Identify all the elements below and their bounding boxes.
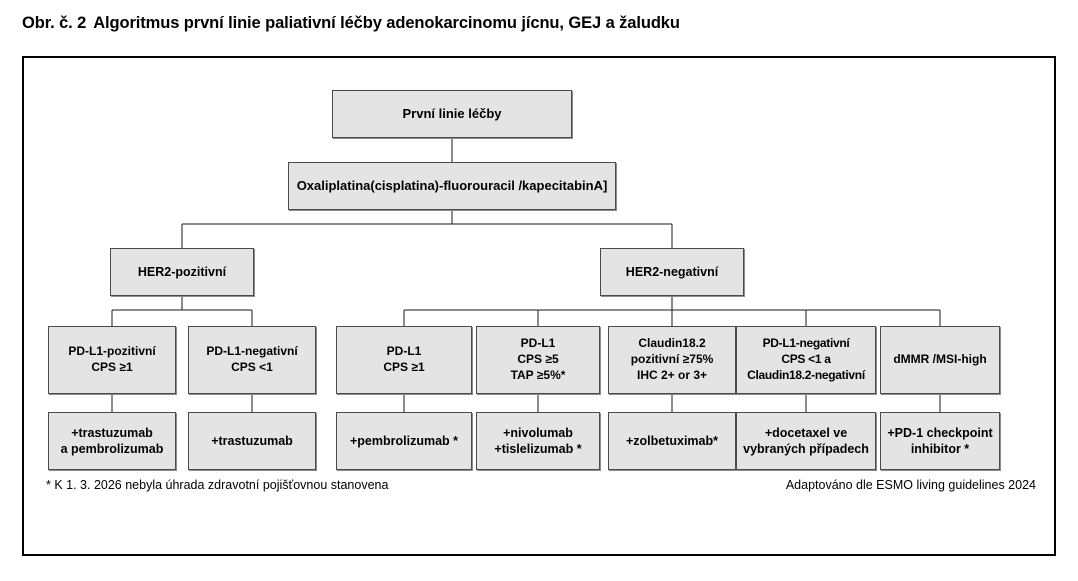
- node-label-line2: vybraných případech: [743, 442, 869, 456]
- node-label-line1: PD-L1-pozitivní: [68, 344, 156, 359]
- node-therapy-docetaxel[interactable]: +docetaxel ve vybraných případech: [736, 412, 876, 470]
- node-therapy-trastuzumab[interactable]: +trastuzumab: [188, 412, 316, 470]
- node-biomarker-pdl1-negative-claudin-negative[interactable]: PD-L1-negativní CPS <1 a Claudin18.2-neg…: [736, 326, 876, 394]
- node-biomarker-pdl1-negative-cps-lt1[interactable]: PD-L1-negativní CPS <1: [188, 326, 316, 394]
- node-label-line2: CPS ≥1: [383, 360, 425, 374]
- node-therapy-zolbetuximab[interactable]: +zolbetuximab*: [608, 412, 736, 470]
- node-label: HER2-negativní: [625, 264, 719, 279]
- node-label-line1: PD-L1-negativní: [762, 336, 850, 351]
- figure-label: Obr. č. 2: [22, 14, 87, 32]
- node-label-line1: dMMR /MSI-high: [893, 352, 987, 367]
- footnote-source: Adaptováno dle ESMO living guidelines 20…: [785, 478, 1036, 492]
- node-label-line2: +tislelizumab *: [494, 442, 582, 456]
- node-label-line2: CPS <1: [231, 360, 273, 374]
- node-label-line1: +zolbetuximab*: [625, 433, 719, 448]
- node-label-line2: CPS ≥5: [517, 352, 559, 367]
- node-label-line2: CPS ≥1: [91, 360, 133, 374]
- node-label-line2: pozitivní ≥75%: [630, 352, 714, 367]
- node-biomarker-dmmr-msi-high[interactable]: dMMR /MSI-high: [880, 326, 1000, 394]
- node-label-line3: TAP ≥5%*: [510, 367, 566, 382]
- node-label-line2: inhibitor *: [910, 442, 970, 456]
- node-label-line1: PD-L1: [386, 344, 422, 359]
- node-label-line1: +trastuzumab: [71, 425, 153, 440]
- node-label: První linie léčby: [402, 106, 502, 122]
- node-label: Oxaliplatina(cisplatina)-fluorouracil /k…: [296, 178, 608, 194]
- node-label-line1: PD-L1-negativní: [206, 344, 298, 359]
- node-biomarker-pdl1-cps1[interactable]: PD-L1 CPS ≥1: [336, 326, 472, 394]
- node-biomarker-pdl1-cps5-tap5[interactable]: PD-L1 CPS ≥5 TAP ≥5%*: [476, 326, 600, 394]
- node-therapy-nivolumab-tislelizumab[interactable]: +nivolumab +tislelizumab *: [476, 412, 600, 470]
- node-label: HER2-pozitivní: [137, 264, 227, 279]
- node-label-line2: a pembrolizumab: [60, 442, 164, 456]
- diagram-frame: První linie léčby Oxaliplatina(cisplatin…: [22, 56, 1056, 556]
- node-therapy-pd1-checkpoint-inhibitor[interactable]: +PD-1 checkpoint inhibitor *: [880, 412, 1000, 470]
- diagram-canvas: První linie léčby Oxaliplatina(cisplatin…: [24, 58, 1054, 554]
- node-label-line1: +trastuzumab: [211, 433, 293, 448]
- node-biomarker-claudin182-positive[interactable]: Claudin18.2 pozitivní ≥75% IHC 2+ or 3+: [608, 326, 736, 394]
- node-label-line2: CPS <1 a: [781, 352, 831, 367]
- node-label-line1: +pembrolizumab *: [349, 433, 458, 448]
- node-her2-negative[interactable]: HER2-negativní: [600, 248, 744, 296]
- node-her2-positive[interactable]: HER2-pozitivní: [110, 248, 254, 296]
- node-label-line1: +docetaxel ve: [764, 425, 848, 440]
- node-therapy-pembrolizumab[interactable]: +pembrolizumab *: [336, 412, 472, 470]
- node-chemotherapy-regimen[interactable]: Oxaliplatina(cisplatina)-fluorouracil /k…: [288, 162, 616, 210]
- node-label-line3: Claudin18.2-negativní: [747, 367, 865, 382]
- page-title: Obr. č. 2 Algoritmus první linie paliativ…: [22, 14, 680, 33]
- node-label-line1: +nivolumab: [503, 425, 573, 440]
- node-label-line3: IHC 2+ or 3+: [636, 367, 708, 382]
- node-first-line-treatment[interactable]: První linie léčby: [332, 90, 572, 138]
- node-label-line1: +PD-1 checkpoint: [887, 425, 993, 440]
- node-label-line1: PD-L1: [520, 336, 556, 351]
- node-biomarker-pdl1-positive-cps1[interactable]: PD-L1-pozitivní CPS ≥1: [48, 326, 176, 394]
- node-label-line1: Claudin18.2: [638, 336, 706, 351]
- footnote-reimbursement: * K 1. 3. 2026 nebyla úhrada zdravotní p…: [46, 478, 389, 492]
- figure-title-text: Algoritmus první linie paliativní léčby …: [93, 14, 680, 32]
- node-therapy-trastuzumab-pembrolizumab[interactable]: +trastuzumab a pembrolizumab: [48, 412, 176, 470]
